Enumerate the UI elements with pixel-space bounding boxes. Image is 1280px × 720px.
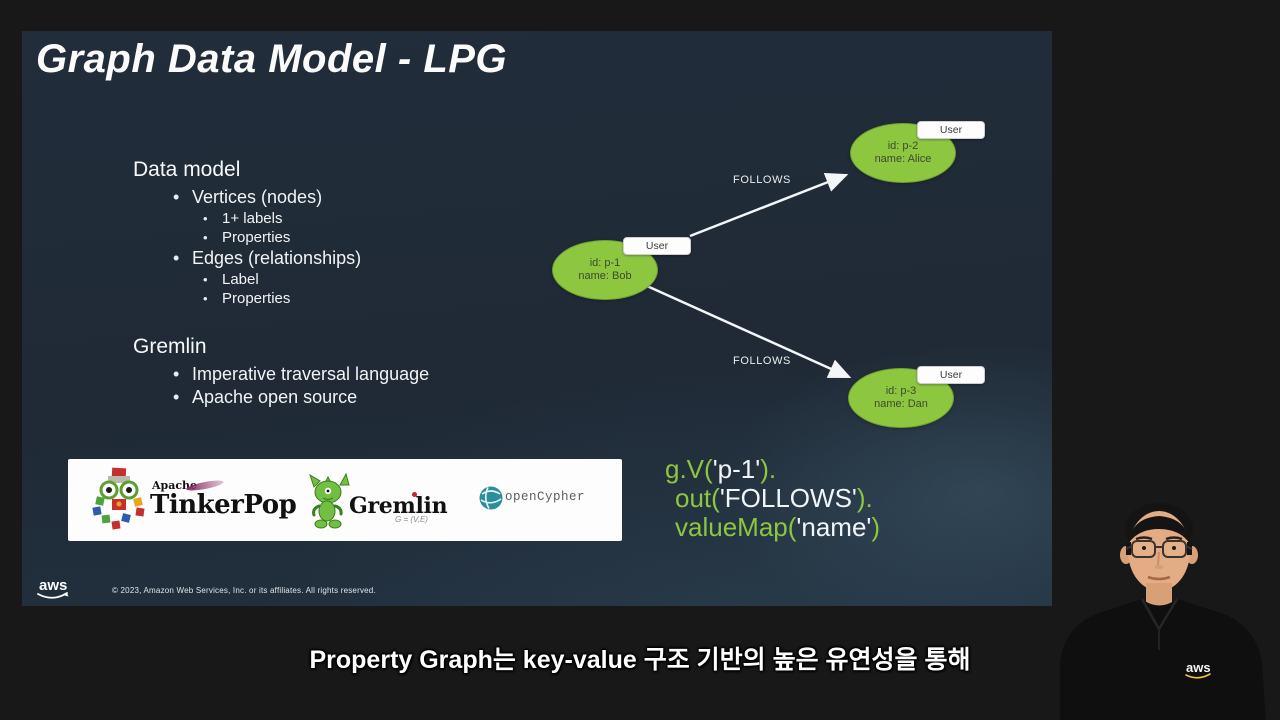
opencypher-wordmark: openCypher: [505, 490, 586, 504]
bullet-item: Vertices (nodes): [133, 186, 563, 209]
aws-logo: aws: [37, 577, 69, 599]
graph-diagram: FOLLOWS FOLLOWS id: p-1 name: Bob User i…: [22, 31, 1052, 606]
code-token: valueMap(: [675, 512, 797, 542]
bullet-item: Label: [133, 270, 563, 289]
vertex-name: name: Alice: [874, 153, 932, 165]
presentation-slide: Graph Data Model - LPG Data model Vertic…: [22, 31, 1052, 606]
shirt-aws-logo: aws: [1185, 660, 1211, 679]
gremlin-i-dot: [412, 492, 417, 497]
gremlin-code-sample: g.V('p-1'). out('FOLLOWS'). valueMap('na…: [665, 455, 880, 542]
edge-label-follows-1: FOLLOWS: [733, 174, 791, 186]
opencypher-icon: [479, 486, 503, 510]
copyright-text: © 2023, Amazon Web Services, Inc. or its…: [112, 586, 376, 595]
edge-arrows: [646, 172, 852, 379]
code-line: out('FOLLOWS').: [665, 484, 880, 513]
gremlin-section: Gremlin Imperative traversal language Ap…: [133, 334, 563, 409]
bullet-item: Apache open source: [133, 386, 563, 409]
korean-subtitle: Property Graph는 key-value 구조 기반의 높은 유연성을…: [309, 646, 971, 674]
presenter-shirt: [1060, 599, 1266, 720]
tinkerpop-mascot-icon: [92, 467, 145, 530]
code-token: ).: [856, 483, 873, 513]
tinkerpop-wordmark: TinkerPop: [150, 490, 297, 520]
vertex-label-badge: User: [917, 366, 985, 384]
bullet-item: Imperative traversal language: [133, 363, 563, 386]
vertex-name: name: Bob: [578, 270, 632, 282]
presenter-webcam: aws: [1060, 503, 1266, 720]
code-token: ): [871, 512, 881, 542]
vertex-id: id: p-3: [885, 384, 917, 397]
data-model-section: Data model Vertices (nodes) 1+ labels Pr…: [133, 157, 563, 308]
code-token: ).: [760, 454, 777, 484]
bullet-item: Properties: [133, 289, 563, 308]
vertex-id: id: p-1: [589, 256, 621, 269]
shirt-aws-logo-text: aws: [1186, 660, 1211, 675]
slide-title: Graph Data Model - LPG: [36, 37, 508, 81]
gremlin-formula-text: G = (V,E): [395, 515, 428, 524]
gremlin-wordmark: Gremlin: [349, 493, 448, 519]
code-token: out(: [675, 483, 720, 513]
bullet-item: 1+ labels: [133, 209, 563, 228]
bullet-item: Edges (relationships): [133, 247, 563, 270]
code-string: 'name': [796, 512, 872, 542]
code-line: valueMap('name'): [665, 513, 880, 542]
code-token: g.V(: [665, 454, 713, 484]
gremlin-mascot-icon: [309, 473, 350, 529]
logos-panel: Apache TinkerPop Gremlin G = (V,E): [68, 459, 622, 541]
presenter-hairline: [1128, 516, 1190, 544]
code-string: 'FOLLOWS': [719, 483, 857, 513]
presenter-mouth: [1147, 575, 1171, 581]
vertex-name: name: Dan: [874, 398, 928, 410]
edge-label-follows-2: FOLLOWS: [733, 355, 791, 367]
follows-edge-line: [646, 284, 852, 379]
follows-edge-line: [689, 172, 849, 238]
aws-logo-text: aws: [39, 577, 67, 594]
vertex-label-badge: User: [917, 121, 985, 139]
vertex-id: id: p-2: [887, 139, 919, 152]
gremlin-heading: Gremlin: [133, 335, 207, 358]
bullet-item: Properties: [133, 228, 563, 247]
code-line: g.V('p-1').: [665, 455, 880, 484]
code-string: 'p-1': [712, 454, 761, 484]
data-model-heading: Data model: [133, 158, 241, 181]
vertex-label-badge: User: [623, 237, 691, 255]
